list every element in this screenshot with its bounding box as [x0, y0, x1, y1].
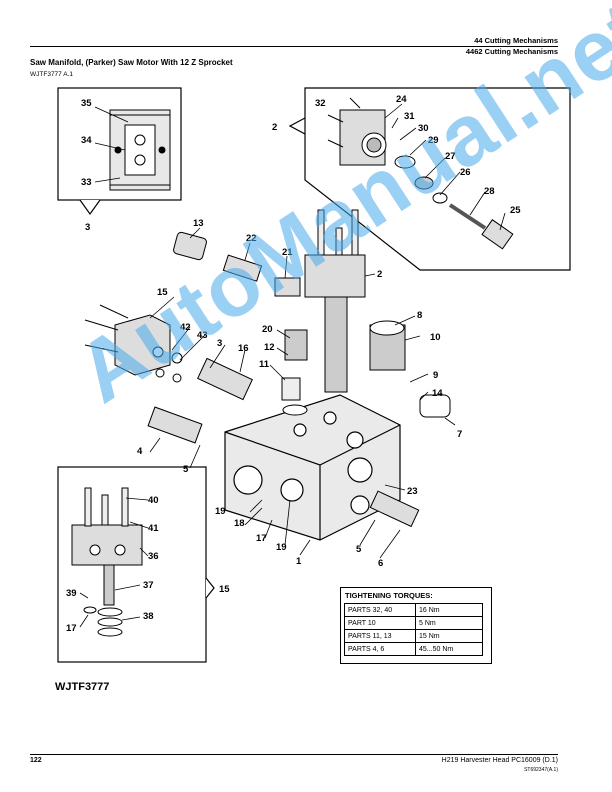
leader-lines [79, 103, 506, 628]
callout-37: 37 [143, 580, 154, 591]
callout-31: 31 [404, 111, 415, 122]
callout-38: 38 [143, 611, 154, 622]
callout-35: 35 [81, 98, 92, 109]
detail-15-parts [71, 487, 143, 637]
figure-code: WJTF3777 A.1 [30, 71, 73, 78]
torque-value: 16 Nm [415, 603, 483, 617]
detail-15-frame [57, 466, 215, 663]
callout-25: 25 [510, 205, 521, 216]
manifold-block-1 [224, 394, 401, 541]
table-row: PART 10 5 Nm [344, 616, 483, 630]
callout-32: 32 [315, 98, 326, 109]
callout-21: 21 [282, 247, 293, 258]
callout-16: 16 [238, 343, 249, 354]
callout-8: 8 [417, 310, 422, 321]
callout-18: 18 [234, 518, 245, 529]
callout-17a: 17 [256, 533, 267, 544]
callout-2a: 2 [272, 122, 277, 133]
callout-33: 33 [81, 177, 92, 188]
callout-7: 7 [457, 429, 462, 440]
callout-9: 9 [433, 370, 438, 381]
table-row: PARTS 32, 40 16 Nm [344, 603, 483, 617]
callout-15b: 15 [219, 584, 230, 595]
figure-label: WJTF3777 [55, 681, 110, 693]
valve-block-15 [84, 304, 183, 383]
header-section: 44 Cutting Mechanisms [474, 36, 558, 45]
torque-value: 5 Nm [415, 616, 483, 630]
callout-3a: 3 [85, 222, 90, 233]
callout-13: 13 [193, 218, 204, 229]
callout-36: 36 [148, 551, 159, 562]
callout-4: 4 [137, 446, 143, 457]
callout-1: 1 [296, 556, 302, 567]
callout-22: 22 [246, 233, 257, 244]
header-subsection: 4462 Cutting Mechanisms [465, 47, 558, 56]
torque-value: 15 Nm [415, 629, 483, 643]
torque-table: PARTS 32, 40 16 Nm PART 10 5 Nm PARTS 11… [344, 603, 483, 656]
callout-30: 30 [418, 123, 429, 134]
callout-26: 26 [460, 167, 471, 178]
callout-20: 20 [262, 324, 273, 335]
callout-2b: 2 [377, 269, 382, 280]
callout-5a: 5 [183, 464, 189, 475]
table-row: PARTS 4, 6 45...50 Nm [344, 642, 483, 656]
callout-19a: 19 [215, 506, 226, 517]
torque-part: PARTS 32, 40 [344, 603, 416, 617]
callout-17b: 17 [66, 623, 77, 634]
callout-34: 34 [81, 135, 92, 146]
footer-code: ST692347(A.1) [524, 767, 558, 773]
callout-41: 41 [148, 523, 159, 534]
callout-39: 39 [66, 588, 77, 599]
detail-3-frame [57, 87, 182, 216]
callout-27: 27 [445, 151, 456, 162]
torque-table-title: TIGHTENING TORQUES: [345, 591, 433, 600]
detail-2-parts [327, 97, 514, 250]
footer-rule [30, 754, 558, 755]
cartridges [147, 231, 451, 528]
header-rule [30, 46, 558, 47]
callout-28: 28 [484, 186, 495, 197]
callout-labels: 35 34 33 3 32 24 2 31 30 29 27 26 28 25 … [66, 94, 521, 634]
callout-40: 40 [148, 495, 159, 506]
torque-table-box: TIGHTENING TORQUES: PARTS 32, 40 16 Nm P… [340, 587, 492, 664]
torque-part: PARTS 11, 13 [344, 629, 416, 643]
callout-3b: 3 [217, 338, 222, 349]
torque-part: PARTS 4, 6 [344, 642, 416, 656]
page-number: 122 [30, 757, 42, 764]
callout-6: 6 [378, 558, 383, 569]
torque-part: PART 10 [344, 616, 416, 630]
callout-15a: 15 [157, 287, 168, 298]
callout-23: 23 [407, 486, 418, 497]
table-row: PARTS 11, 13 15 Nm [344, 629, 483, 643]
callout-29: 29 [428, 135, 439, 146]
callout-5b: 5 [356, 544, 362, 555]
callout-42: 42 [180, 322, 191, 333]
callout-10: 10 [430, 332, 441, 343]
footer-doc: H219 Harvester Head PC16009 (D.1) [441, 757, 558, 764]
callout-43: 43 [197, 330, 208, 341]
callout-11: 11 [259, 359, 270, 370]
torque-value: 45...50 Nm [415, 642, 483, 656]
callout-24: 24 [396, 94, 407, 105]
figure-title: Saw Manifold, (Parker) Saw Motor With 12… [30, 58, 233, 67]
callout-12: 12 [264, 342, 275, 353]
callout-14: 14 [432, 388, 443, 399]
valve-body-2 [304, 209, 366, 393]
callout-19b: 19 [276, 542, 287, 553]
